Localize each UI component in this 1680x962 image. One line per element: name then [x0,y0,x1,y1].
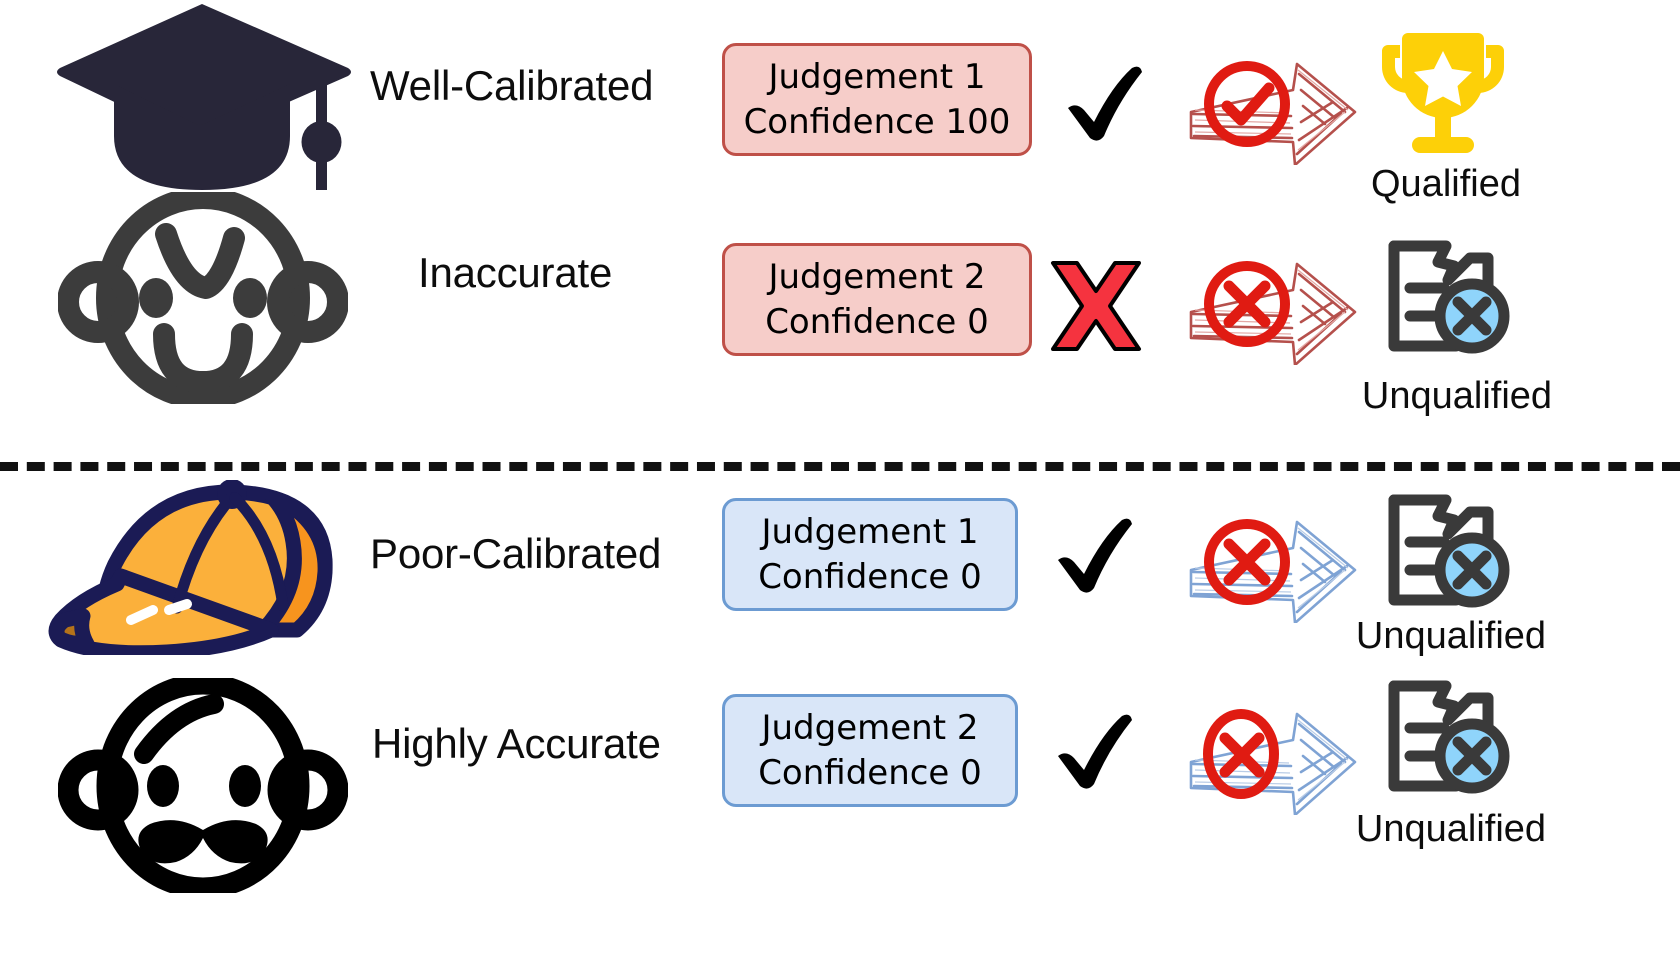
judgement-box-poor-calibrated[interactable]: Judgement 1 Confidence 0 [722,498,1018,611]
judgement-text: Judgement 1 [761,511,979,552]
outcome-caption-qualified: Qualified [1371,163,1521,205]
sketchy-blue-arrow-cross-icon [1185,508,1360,625]
judgement-box-well-calibrated[interactable]: Judgement 1 Confidence 100 [722,43,1032,156]
sketchy-blue-arrow-cross-icon [1185,700,1360,817]
graduation-cap-icon [52,0,352,190]
judgement-text: Judgement 2 [761,707,979,748]
black-check-icon [1048,510,1138,600]
row-label-highly-accurate: Highly Accurate [372,720,661,767]
row-label-well-calibrated: Well-Calibrated [370,62,654,109]
rejected-document-icon [1380,230,1512,362]
dashed-divider [0,462,1680,471]
black-check-icon [1048,706,1138,796]
confidence-text: Confidence 0 [758,752,982,793]
rejected-document-icon [1380,670,1512,802]
row-label-poor-calibrated: Poor-Calibrated [370,530,662,577]
outcome-caption-unqualified-top: Unqualified [1361,375,1553,417]
judgement-text: Judgement 1 [768,56,986,97]
confidence-text: Confidence 100 [743,101,1011,142]
judgement-text: Judgement 2 [768,256,986,297]
row-label-inaccurate: Inaccurate [418,249,613,296]
judgement-box-highly-accurate[interactable]: Judgement 2 Confidence 0 [722,694,1018,807]
baseball-cap-icon [35,479,355,661]
black-check-icon [1058,58,1148,148]
judgement-box-inaccurate[interactable]: Judgement 2 Confidence 0 [722,243,1032,356]
trophy-icon [1378,25,1508,155]
rejected-document-icon [1380,484,1512,616]
red-x-icon [1048,258,1144,354]
baby-face-icon [57,187,349,409]
sketchy-red-arrow-check-icon [1185,50,1360,167]
outcome-caption-unqualified-highly: Unqualified [1355,808,1547,850]
confidence-text: Confidence 0 [765,301,989,342]
outcome-caption-unqualified-poor: Unqualified [1355,615,1547,657]
confidence-text: Confidence 0 [758,556,982,597]
sketchy-red-arrow-cross-icon [1185,250,1360,367]
mustache-face-icon [57,673,349,899]
